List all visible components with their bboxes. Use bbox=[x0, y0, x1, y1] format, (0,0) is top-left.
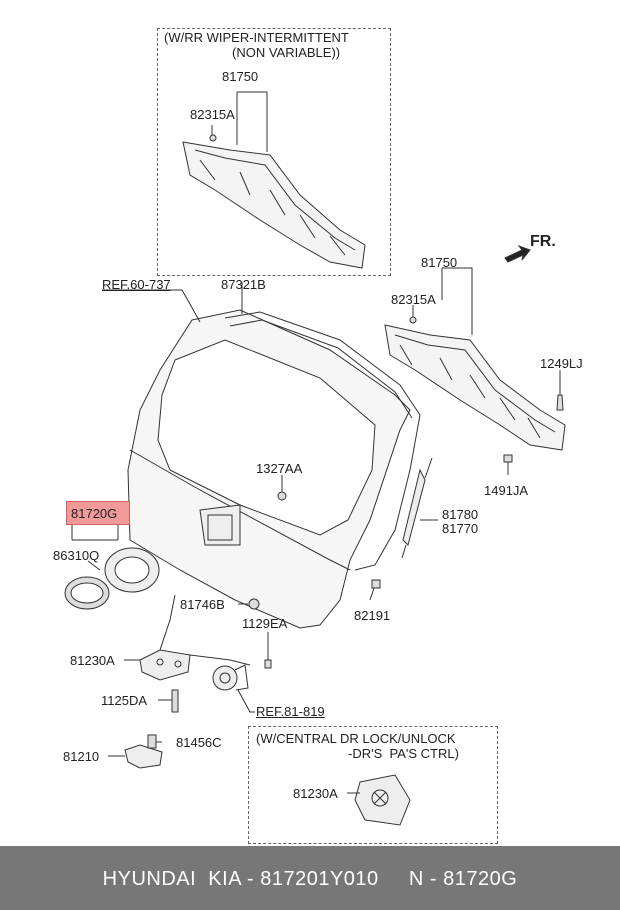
trim-panel-top bbox=[182, 141, 366, 269]
inset-central-lock bbox=[248, 726, 498, 844]
actuator-inset bbox=[354, 774, 411, 826]
label-81230a: 81230A bbox=[70, 653, 115, 668]
direction-label: FR. bbox=[530, 233, 556, 250]
inset-lock-line1: (W/CENTRAL DR LOCK/UNLOCK bbox=[256, 731, 456, 746]
label-87321b: 87321B bbox=[221, 277, 266, 292]
label-82315a-right: 82315A bbox=[391, 292, 436, 307]
trim-panel-right bbox=[384, 324, 566, 451]
inset-wiper-line2: (NON VARIABLE)) bbox=[232, 45, 341, 60]
label-81770: 81770 bbox=[442, 521, 479, 536]
label-1491ja: 1491JA bbox=[484, 483, 529, 498]
leader-81720g bbox=[71, 525, 119, 541]
weatherstrip bbox=[224, 311, 421, 571]
label-1125da: 1125DA bbox=[101, 693, 148, 708]
label-81750-right: 81750 bbox=[421, 255, 458, 270]
label-1129ea: 1129EA bbox=[242, 616, 288, 631]
inset-lock-line2: -DR'S PA'S CTRL) bbox=[348, 746, 459, 761]
leader-81750-right bbox=[441, 267, 473, 335]
parts-diagram: (W/RR WIPER-INTERMITTENT (NON VARIABLE))… bbox=[53, 28, 583, 844]
label-ref-60-737[interactable]: REF.60-737 bbox=[102, 277, 171, 292]
fr-arrow-icon bbox=[504, 244, 531, 263]
label-1249lj: 1249LJ bbox=[540, 356, 583, 371]
label-ref-81-819[interactable]: REF.81-819 bbox=[256, 704, 325, 719]
leader-81750-top bbox=[236, 91, 268, 152]
footer-part-number: HYUNDAI KIA - 817201Y010 N - 81720G bbox=[102, 868, 518, 890]
label-82315a-top: 82315A bbox=[190, 107, 235, 122]
leader-ref-60-737 bbox=[102, 289, 201, 323]
actuator bbox=[212, 664, 249, 691]
label-81230a-inset: 81230A bbox=[293, 786, 338, 801]
striker-81210 bbox=[124, 744, 163, 769]
label-1327aa: 1327AA bbox=[256, 461, 303, 476]
label-81720g: 81720G bbox=[71, 506, 118, 521]
label-82191: 82191 bbox=[354, 608, 391, 623]
label-81780: 81780 bbox=[442, 507, 479, 522]
label-81746b: 81746B bbox=[180, 597, 225, 612]
label-81456c: 81456C bbox=[176, 735, 222, 750]
gas-strut bbox=[401, 457, 433, 559]
label-81210: 81210 bbox=[63, 749, 100, 764]
inset-wiper-line1: (W/RR WIPER-INTERMITTENT bbox=[164, 30, 349, 45]
tailgate-exploded-view bbox=[64, 91, 566, 826]
label-86310q: 86310Q bbox=[53, 548, 100, 563]
tailgate-panel bbox=[127, 309, 411, 629]
inset-wiper bbox=[157, 28, 391, 276]
latch-81230a bbox=[139, 594, 251, 681]
footer-bar: HYUNDAI KIA - 817201Y010 N - 81720G bbox=[0, 846, 620, 910]
highlight-81720g bbox=[66, 501, 130, 525]
label-81750-top: 81750 bbox=[222, 69, 259, 84]
